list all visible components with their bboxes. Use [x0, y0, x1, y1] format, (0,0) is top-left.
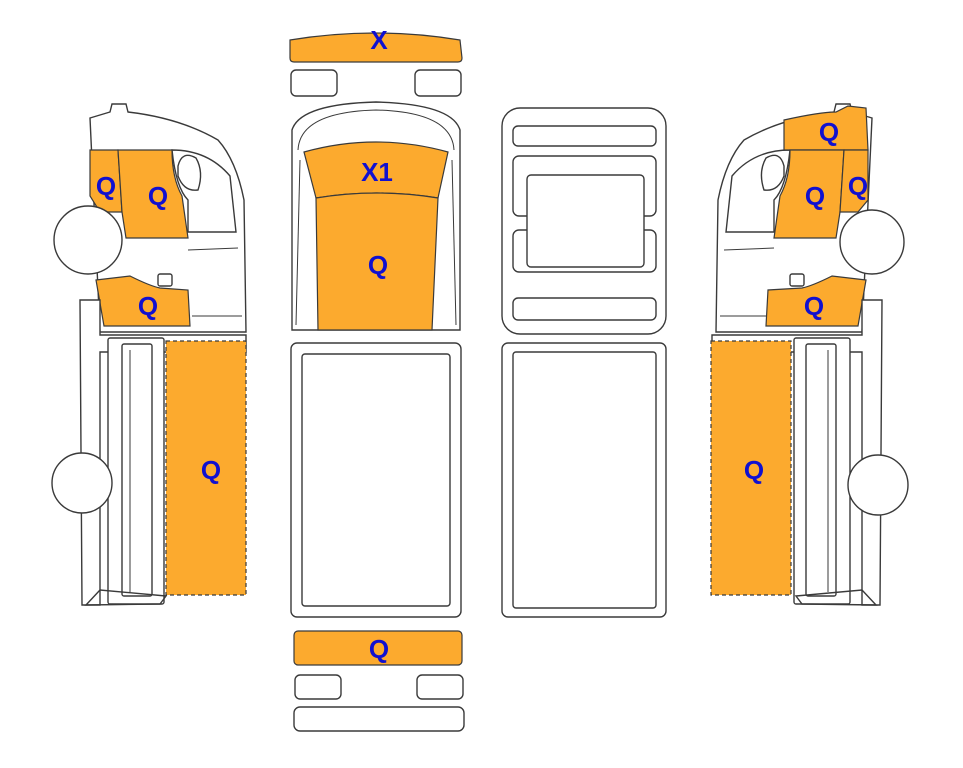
- left-fender-zone[interactable]: [95, 275, 191, 327]
- plan-view: [501, 107, 667, 618]
- right-door-seam-2: [723, 247, 775, 251]
- plan-cab-bottom-panel: [512, 297, 657, 321]
- headlight-right: [414, 69, 462, 97]
- label-rear-bumper: Q: [369, 634, 389, 664]
- label-right-roof-corner: Q: [819, 117, 839, 147]
- left-fender-notch: [157, 273, 173, 287]
- right-fender-zone[interactable]: [765, 275, 867, 327]
- left-rear-wheel: [51, 452, 113, 514]
- label-front-bumper: X: [370, 25, 388, 55]
- taillight-left: [294, 674, 342, 700]
- label-right-pillar: Q: [848, 171, 868, 201]
- right-bed-rail-inner: [805, 343, 837, 597]
- right-mirror: [760, 154, 785, 191]
- right-door-zone[interactable]: [773, 149, 845, 239]
- right-roof-corner-zone[interactable]: [783, 105, 869, 151]
- hood-zone[interactable]: [315, 192, 439, 331]
- cargo-bed-inner: [301, 353, 451, 607]
- left-door-front-zone[interactable]: [89, 149, 123, 213]
- cab-side-line-left: [295, 159, 301, 326]
- plan-cab-screen: [526, 174, 645, 268]
- plan-bed-inner: [512, 351, 657, 609]
- left-bed-foot: [84, 589, 168, 606]
- label-left-bed-side: Q: [201, 455, 221, 485]
- left-bed-side-zone[interactable]: [165, 340, 247, 596]
- top-view: [289, 32, 465, 732]
- label-left-fender: Q: [138, 291, 158, 321]
- left-mirror: [177, 154, 202, 191]
- label-right-fender: Q: [804, 291, 824, 321]
- rear-bumper-zone[interactable]: [293, 630, 463, 666]
- label-windshield: X1: [361, 157, 393, 187]
- label-hood: Q: [368, 250, 388, 280]
- right-front-wheel: [839, 209, 905, 275]
- right-side-view: [710, 103, 909, 606]
- left-side-view: [51, 103, 247, 606]
- rear-step: [293, 706, 465, 732]
- label-right-door: Q: [805, 181, 825, 211]
- front-bumper-zone[interactable]: [289, 32, 463, 63]
- left-door-seam-2: [187, 247, 239, 251]
- right-bed-side-zone[interactable]: [710, 340, 792, 596]
- label-left-door-front: Q: [96, 171, 116, 201]
- left-bed-rail-inner: [121, 343, 153, 597]
- right-pillar-zone[interactable]: [839, 149, 869, 213]
- cab-side-line-right: [451, 159, 457, 326]
- left-front-wheel: [53, 205, 123, 275]
- label-left-door-rear: Q: [148, 181, 168, 211]
- label-right-bed-side: Q: [744, 455, 764, 485]
- taillight-right: [416, 674, 464, 700]
- right-bed-foot: [794, 589, 878, 606]
- headlight-left: [290, 69, 338, 97]
- damage-labels: X X1 Q Q Q Q Q Q Q Q Q Q Q: [96, 25, 868, 664]
- cab-inner-line: [297, 109, 455, 151]
- right-rear-wheel: [847, 454, 909, 516]
- plan-cab-top-panel: [512, 125, 657, 147]
- right-fender-notch: [789, 273, 805, 287]
